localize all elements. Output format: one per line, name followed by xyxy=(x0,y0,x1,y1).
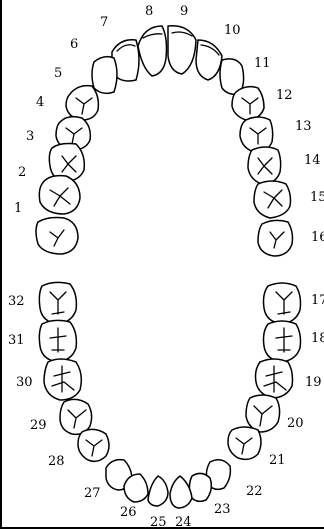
tooth-number-27: 27 xyxy=(84,486,101,501)
tooth-15[interactable] xyxy=(254,181,291,218)
tooth-number-14: 14 xyxy=(304,153,321,168)
tooth-number-24: 24 xyxy=(175,515,192,529)
tooth-number-6: 6 xyxy=(70,37,78,52)
tooth-23[interactable] xyxy=(189,473,211,501)
tooth-number-29: 29 xyxy=(30,418,47,433)
tooth-6[interactable] xyxy=(92,57,117,94)
tooth-1[interactable] xyxy=(36,218,78,255)
tooth-number-1: 1 xyxy=(14,201,22,216)
tooth-number-28: 28 xyxy=(48,454,65,469)
tooth-number-32: 32 xyxy=(8,294,25,309)
tooth-number-22: 22 xyxy=(246,484,263,499)
tooth-10[interactable] xyxy=(196,40,222,80)
tooth-17[interactable] xyxy=(264,283,301,324)
tooth-number-5: 5 xyxy=(54,66,62,81)
tooth-number-10: 10 xyxy=(224,23,241,38)
tooth-24[interactable] xyxy=(170,476,192,508)
tooth-number-15: 15 xyxy=(310,190,324,205)
tooth-number-19: 19 xyxy=(305,375,322,390)
tooth-number-31: 31 xyxy=(8,333,25,348)
tooth-number-20: 20 xyxy=(287,416,304,431)
tooth-number-30: 30 xyxy=(16,375,33,390)
tooth-number-13: 13 xyxy=(295,119,312,134)
tooth-number-11: 11 xyxy=(254,56,271,71)
tooth-number-12: 12 xyxy=(276,88,293,103)
tooth-number-7: 7 xyxy=(100,15,108,30)
tooth-number-23: 23 xyxy=(214,502,231,517)
tooth-number-8: 8 xyxy=(145,4,153,19)
tooth-number-26: 26 xyxy=(120,505,137,520)
tooth-number-18: 18 xyxy=(311,331,324,346)
tooth-number-4: 4 xyxy=(36,95,44,110)
tooth-30[interactable] xyxy=(44,359,81,400)
tooth-12[interactable] xyxy=(232,87,264,120)
tooth-number-21: 21 xyxy=(269,453,286,468)
tooth-26[interactable] xyxy=(124,474,148,502)
tooth-number-16: 16 xyxy=(311,230,324,245)
tooth-number-3: 3 xyxy=(26,129,34,144)
tooth-number-2: 2 xyxy=(18,165,26,180)
tooth-18[interactable] xyxy=(264,321,301,362)
tooth-25[interactable] xyxy=(148,476,168,506)
tooth-number-9: 9 xyxy=(180,4,188,19)
tooth-number-25: 25 xyxy=(150,515,167,529)
tooth-number-17: 17 xyxy=(311,293,324,308)
tooth-2[interactable] xyxy=(39,176,80,214)
